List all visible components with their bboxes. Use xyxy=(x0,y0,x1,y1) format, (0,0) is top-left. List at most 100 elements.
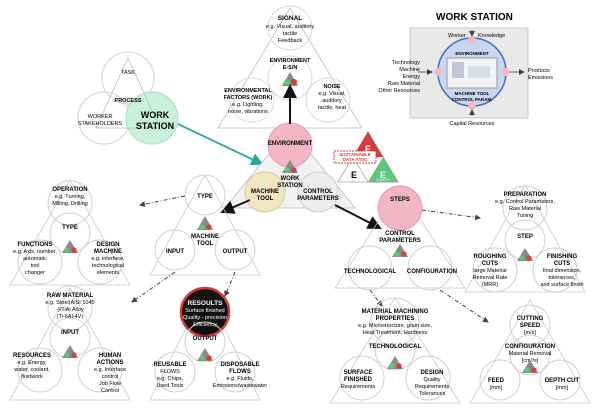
material-sub-1: e.g. Microstructure, grain size, xyxy=(358,323,432,329)
inset-in-3: Energy xyxy=(403,74,421,80)
dash-to-raw xyxy=(131,271,176,303)
inset-knowledge: Knowledge xyxy=(478,33,505,39)
sustainable-2: DATA A/S/C xyxy=(343,157,368,162)
roughing-2: CUTS xyxy=(482,261,498,267)
surface-3: Requirements xyxy=(341,384,375,390)
results-sub-1: Surface finished xyxy=(185,308,224,314)
operation-cluster xyxy=(9,179,131,286)
results-bubble[interactable] xyxy=(179,286,231,338)
resources-4: fluidwork xyxy=(21,374,43,380)
type-mt-2: TOOL xyxy=(197,241,214,247)
cp-center-1: CONTROL xyxy=(303,189,333,195)
mt-center-1: MACHINE xyxy=(251,189,279,195)
mat-design-4: Tolerances xyxy=(419,391,446,397)
finishing-1: FINISHING xyxy=(547,254,578,260)
steps-bubble[interactable] xyxy=(377,185,423,231)
results-sub-2: Quality - precision xyxy=(183,315,227,321)
human-3: e.g. Interface xyxy=(94,367,126,373)
prep-sub-1: e.g. Control Parameters, xyxy=(495,199,555,205)
cp-center-2: PARAMETERS xyxy=(297,196,339,202)
preparation-cluster xyxy=(464,184,586,293)
signal-sub-1: e.g. Visual, auditory xyxy=(266,24,314,30)
steps-config: CONFIGURATION xyxy=(407,269,457,275)
prep-step: STEP xyxy=(517,234,533,240)
environment-label: ENVIRONMENT xyxy=(268,141,313,147)
worker-label-1: WORKER xyxy=(88,114,113,120)
design-machine-5: elements xyxy=(97,270,120,276)
machine-tool-bubble[interactable] xyxy=(244,171,286,213)
teal-arrow xyxy=(177,123,264,166)
config-1: CONFIGURATION xyxy=(505,344,555,350)
disposable-4: Emissions/wastewater xyxy=(213,383,268,389)
control-params-bubble[interactable] xyxy=(297,171,339,213)
dash-to-cutting xyxy=(439,289,489,323)
prep-sub-2: Raw Material xyxy=(509,206,541,212)
ws-left-2: STATION xyxy=(136,121,174,131)
env-factors-1: ENVIRONMENTAL xyxy=(224,88,272,94)
env-esn-1: ENVIRONMENT xyxy=(270,58,311,64)
type-input: INPUT xyxy=(166,249,184,255)
finishing-2: CUTS xyxy=(554,261,570,267)
roughing-4: Removal Rate xyxy=(473,275,508,281)
inset-machine-2: CONTROL PARAM. xyxy=(452,97,493,102)
material-title-1: MATERIAL MACHINING xyxy=(362,309,429,315)
reusable-4: Used Tools xyxy=(156,383,183,389)
noise-sub-1: e.g. Visual, xyxy=(318,91,346,97)
steps-cp-2: PARAMETERS xyxy=(379,238,421,244)
surface-2: FINISHED xyxy=(344,377,373,383)
inset-in-4: Raw Material xyxy=(388,81,420,87)
equity-label: EQUITY xyxy=(376,178,390,182)
material-title-2: PROPERTIES xyxy=(376,316,415,322)
reusable-1: REUSABLE xyxy=(153,362,186,368)
resources-3: water, coolant, xyxy=(13,367,50,373)
type-label: TYPE xyxy=(197,194,213,200)
eee-left: E xyxy=(351,170,357,180)
disposable-3: e.g. Fluids, xyxy=(227,376,254,382)
work-station-left-group xyxy=(77,51,179,145)
cutting-2: SPEED xyxy=(520,323,541,329)
process-label: PROCESS xyxy=(115,98,142,104)
noise-title: NOISE xyxy=(323,84,340,90)
arrow-left xyxy=(220,199,251,214)
design-machine-1: DESIGN xyxy=(96,242,119,248)
steps-cluster xyxy=(334,185,466,291)
ws-center-1: WORK xyxy=(281,176,301,182)
work-station-bubble[interactable] xyxy=(125,91,179,145)
config-3: [cm³/s] xyxy=(522,358,539,364)
inset-panel xyxy=(409,27,529,119)
type-mt-1: MACHINE xyxy=(191,234,219,240)
mt-center-2: TOOL xyxy=(257,196,274,202)
functions-3: automatic xyxy=(23,256,47,262)
disposable-2: FLOWS xyxy=(229,369,251,375)
design-machine-3: e.g. interface, xyxy=(91,256,125,262)
center-cluster xyxy=(224,122,399,213)
finishing-3: final dimension, xyxy=(543,268,582,274)
human-4: control xyxy=(102,374,119,380)
human-1: HUMAN xyxy=(99,353,121,359)
raw-input: INPUT xyxy=(61,330,79,336)
functions-4: tool xyxy=(31,263,40,269)
cutting-cluster xyxy=(469,299,591,404)
material-cluster xyxy=(329,297,461,404)
ws-center-2: STATION xyxy=(277,183,302,189)
arrow-right xyxy=(334,204,382,229)
steps-tech: TECHNOLOGICAL xyxy=(344,269,397,275)
raw-title: RAW MATERIAL xyxy=(47,293,94,299)
resources-2: e.g. Energy, xyxy=(17,360,47,366)
reusable-3: e.g. Chips, xyxy=(157,376,184,382)
roughing-3: large Material xyxy=(473,268,506,274)
operation-sub-2: Milling, Drilling xyxy=(52,201,87,207)
roughing-1: ROUGHING xyxy=(474,254,507,260)
steps-label: STEPS xyxy=(390,197,410,203)
functions-1: FUNCTIONS xyxy=(18,242,53,248)
reusable-2: FLOWS xyxy=(160,369,180,375)
inset-out-1: Products xyxy=(528,68,550,74)
results-output: OUTPUT xyxy=(193,336,218,342)
env-factors-2: FACTORS (WORK) xyxy=(224,95,273,101)
operation-type: TYPE xyxy=(62,225,78,231)
design-machine-4: technological xyxy=(92,263,124,269)
task-label: TASK xyxy=(121,70,135,76)
inset-machine-1: MACHINE TOOL xyxy=(455,91,490,96)
